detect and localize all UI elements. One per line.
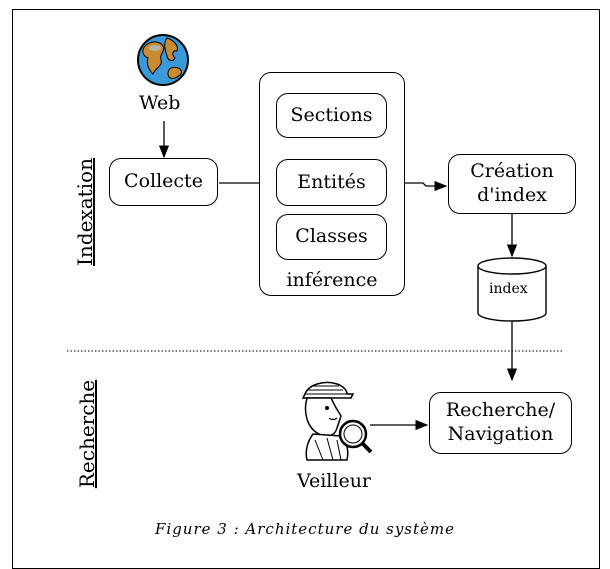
web-label: Web: [139, 92, 181, 114]
creation-index-line2: d'index: [477, 184, 547, 206]
collecte-box: Collecte: [109, 158, 218, 206]
globe-icon: [137, 34, 189, 86]
sections-box: Sections: [276, 93, 387, 138]
recherche-line2: Navigation: [447, 423, 554, 445]
entites-box: Entités: [276, 159, 387, 206]
indexation-section-label: Indexation: [73, 158, 97, 266]
veilleur-label: Veilleur: [297, 470, 372, 492]
detective-icon: [301, 381, 373, 461]
inference-label: inférence: [286, 269, 378, 292]
figure-caption: Figure 3 : Architecture du système: [155, 520, 455, 538]
recherche-navigation-box: Recherche/ Navigation: [429, 392, 572, 454]
creation-index-line1: Création: [470, 160, 554, 183]
classes-label: Classes: [295, 225, 368, 248]
entites-label: Entités: [297, 170, 366, 193]
index-database: [477, 257, 547, 322]
sections-label: Sections: [290, 103, 373, 126]
connectors: [67, 34, 563, 461]
index-label: index: [489, 281, 528, 297]
recherche-section-label: Recherche: [75, 379, 99, 489]
recherche-line1: Recherche/: [445, 399, 556, 422]
classes-box: Classes: [276, 214, 387, 260]
collecte-label: Collecte: [124, 170, 203, 193]
creation-index-box: Création d'index: [448, 154, 576, 214]
architecture-diagram: Web Collecte inférence Sections Entités …: [12, 9, 600, 569]
